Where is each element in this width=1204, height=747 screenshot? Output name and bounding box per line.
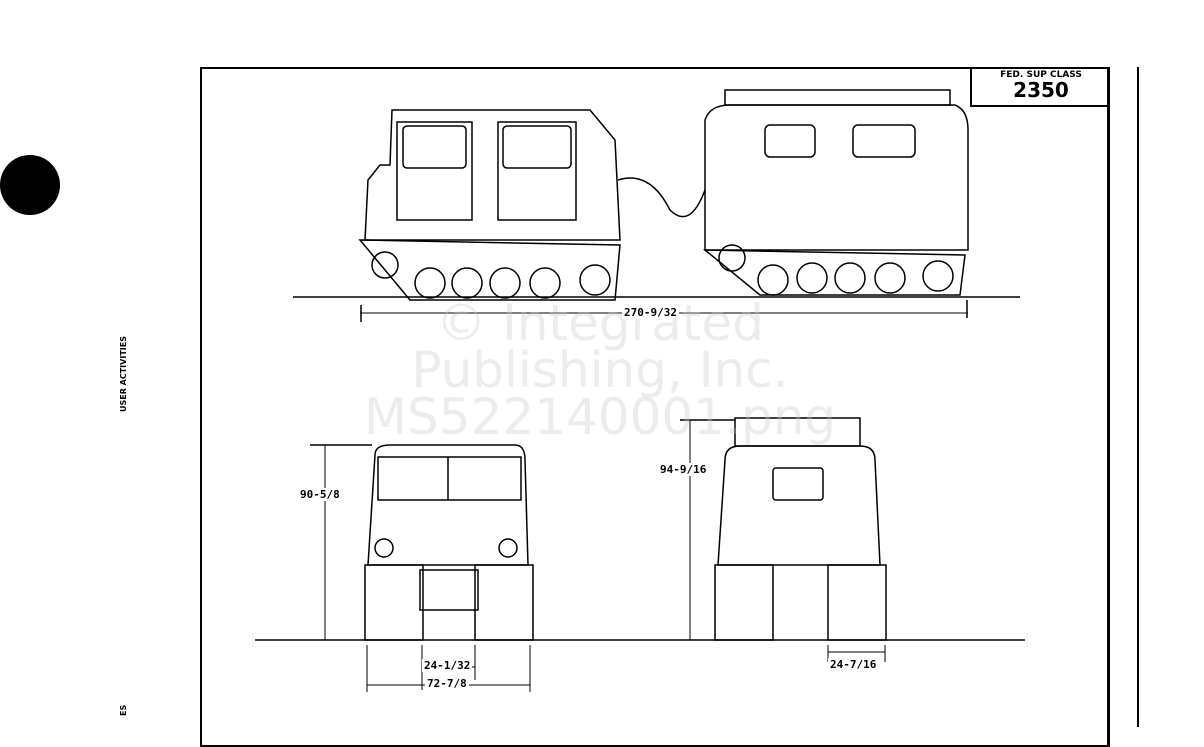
page-rule — [1137, 67, 1139, 727]
front-view — [255, 444, 1025, 692]
dim-rear-height: 94-9/16 — [658, 463, 709, 476]
binder-hole — [0, 155, 60, 215]
dim-rear-track-width: 24-7/16 — [828, 658, 879, 671]
side-view — [293, 89, 1020, 322]
rear-view — [680, 417, 887, 662]
dim-overall-length: 270-9/32 — [622, 306, 679, 319]
vehicle-drawing — [255, 89, 1025, 692]
class-label: FED. SUP CLASS — [1000, 70, 1082, 80]
dim-front-overall-width: 72-7/8 — [425, 677, 469, 690]
class-number: 2350 — [1013, 78, 1069, 102]
dim-front-track-width: 24-1/32 — [422, 659, 473, 672]
track-wheels — [371, 244, 954, 299]
fed-sup-class-box: FED. SUP CLASS 2350 — [970, 67, 1110, 107]
dim-front-height: 90-5/8 — [298, 488, 342, 501]
